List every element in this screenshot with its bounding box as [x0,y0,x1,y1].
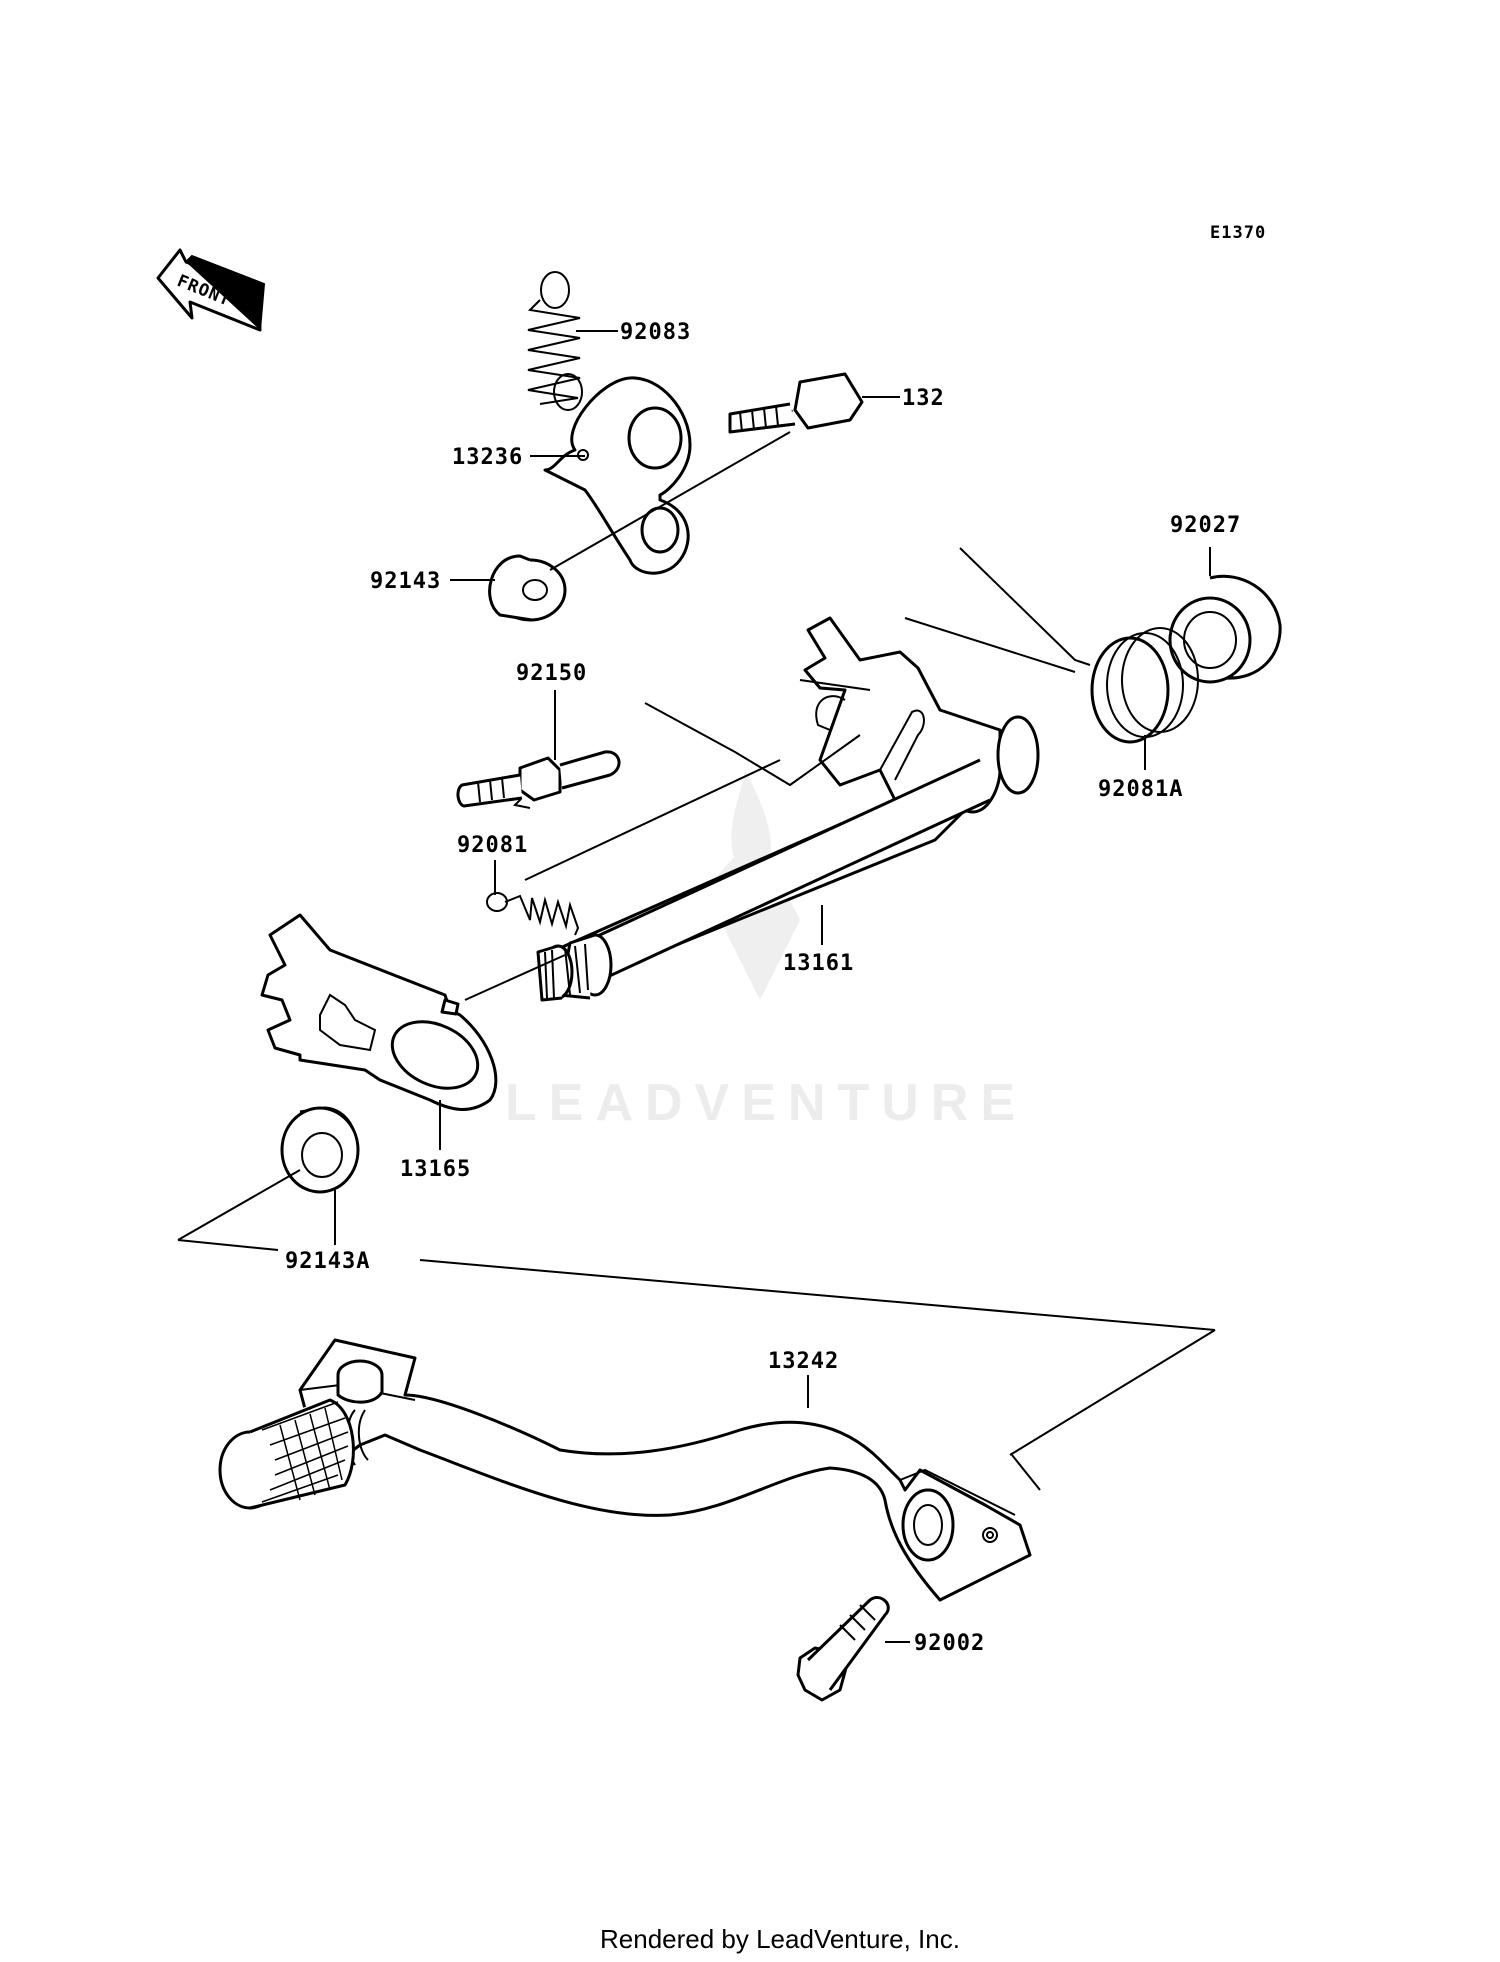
bolt-132-drawing [728,372,864,434]
collar-92027-drawing [1168,574,1282,684]
bolt-92150-drawing [456,750,621,809]
part-label-92002[interactable]: 92002 [914,1631,985,1656]
part-label-92150[interactable]: 92150 [516,661,587,686]
diagram-code: E1370 [1210,223,1266,243]
part-label-92081[interactable]: 92081 [457,833,528,858]
spring-92081-drawing [486,892,580,936]
leader-lines [177,330,1216,1643]
collar-92143-drawing [488,554,567,622]
part-label-13165[interactable]: 13165 [400,1157,471,1182]
spring-92083-drawing [527,271,583,411]
part-label-92027[interactable]: 92027 [1170,513,1241,538]
plate-13165-drawing [260,913,498,1111]
bolt-92002-drawing [796,1596,890,1702]
part-label-92143A[interactable]: 92143A [285,1249,370,1274]
part-label-13236[interactable]: 13236 [452,445,523,470]
part-label-132[interactable]: 132 [902,386,945,411]
part-label-92083[interactable]: 92083 [620,320,691,345]
shaft-13161-drawing [536,616,1040,1002]
front-arrow-icon: FRONT [156,248,266,332]
part-label-13242[interactable]: 13242 [768,1349,839,1374]
footer-credit: Rendered by LeadVenture, Inc. [600,1924,960,1954]
spring-92081A-drawing [904,547,1199,744]
collar-92143A-drawing [280,1106,360,1194]
part-label-92081A[interactable]: 92081A [1098,777,1183,802]
lever-13236-drawing [543,376,692,575]
part-label-92143[interactable]: 92143 [370,569,441,594]
watermark-text: LEADVENTURE [505,1074,1027,1132]
pedal-13242-drawing [218,1338,1032,1602]
part-label-13161[interactable]: 13161 [783,951,854,976]
watermark-flame-icon [731,770,771,870]
